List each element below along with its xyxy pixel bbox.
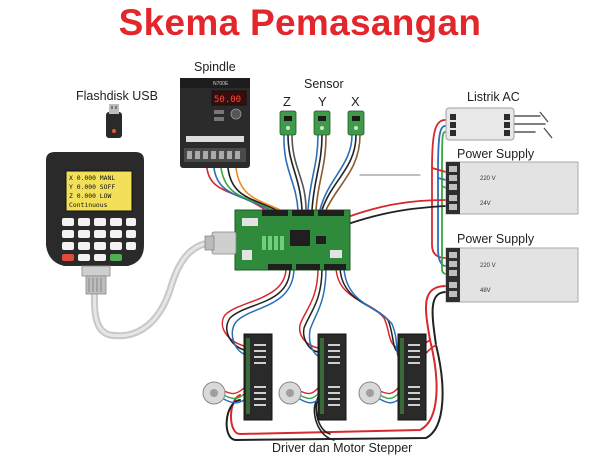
controller-keypad	[62, 218, 136, 261]
label-driver-motor: Driver dan Motor Stepper	[272, 441, 413, 455]
wires	[90, 115, 546, 441]
power-supply-48v	[445, 247, 579, 303]
ac-wire-green	[441, 131, 447, 275]
stepper-driver-2	[317, 333, 347, 421]
sensor-z	[279, 110, 297, 136]
spindle-wire-black	[227, 167, 281, 213]
spindle-vfd	[180, 78, 250, 168]
label-axis-y: Y	[318, 94, 327, 109]
psu24-wire-red	[344, 199, 447, 219]
stepper-driver-3	[397, 333, 427, 421]
psu1-voltage: 220 V	[480, 176, 496, 182]
psu24-wire-black	[347, 205, 447, 225]
driver2-signal	[298, 267, 319, 349]
stepper-motor-2	[278, 381, 302, 405]
stepper-driver-1	[243, 333, 273, 421]
sensor-z-wires	[287, 134, 303, 211]
spindle-wire-blue	[213, 167, 273, 213]
stepper-motor-1	[202, 381, 226, 405]
sensor-x	[347, 110, 365, 136]
ac-mains-block	[445, 107, 553, 141]
vfd-brand: N700E	[213, 81, 229, 87]
power-supply-24v	[445, 161, 579, 215]
lcd-line-1: X 0.000 MANL	[69, 174, 115, 182]
label-sensor: Sensor	[304, 77, 344, 91]
sensor-y	[313, 110, 331, 136]
controller-lcd	[65, 170, 133, 212]
label-listrik-ac: Listrik AC	[467, 90, 520, 104]
label-axis-x: X	[351, 94, 360, 109]
label-power-supply-2: Power Supply	[457, 232, 535, 246]
label-spindle: Spindle	[194, 60, 236, 74]
handheld-controller	[46, 152, 144, 295]
sensor-x-wires	[321, 134, 357, 211]
vfd-display: 50.00	[214, 95, 241, 105]
lcd-line-2: Y 0.000 SOFF	[69, 183, 115, 191]
psu2-output: 48V	[480, 288, 491, 294]
lcd-line-3: Z 0.000 LOW	[69, 192, 111, 200]
lcd-line-4: Continuous	[69, 201, 108, 209]
label-power-supply-1: Power Supply	[457, 147, 535, 161]
psu1-output: 24V	[480, 201, 491, 207]
control-board	[204, 209, 351, 271]
spindle-wire-red	[206, 167, 269, 213]
db-connector	[211, 231, 237, 255]
page-title: Skema Pemasangan	[118, 2, 482, 43]
sensor-y-wires	[311, 134, 323, 211]
stepper-motor-3	[358, 381, 382, 405]
psu48-wire-black	[225, 291, 447, 441]
label-flashdisk: Flashdisk USB	[76, 89, 158, 103]
usb-flashdisk	[106, 104, 122, 138]
psu2-voltage: 220 V	[480, 263, 496, 269]
label-axis-z: Z	[283, 94, 291, 109]
driver3-signal	[335, 267, 399, 349]
spindle-wire-green	[220, 167, 277, 213]
lcd-text: X 0.000 MANL Y 0.000 SOFF Z 0.000 LOW Co…	[69, 174, 115, 209]
psu48-wire-red	[230, 285, 447, 435]
